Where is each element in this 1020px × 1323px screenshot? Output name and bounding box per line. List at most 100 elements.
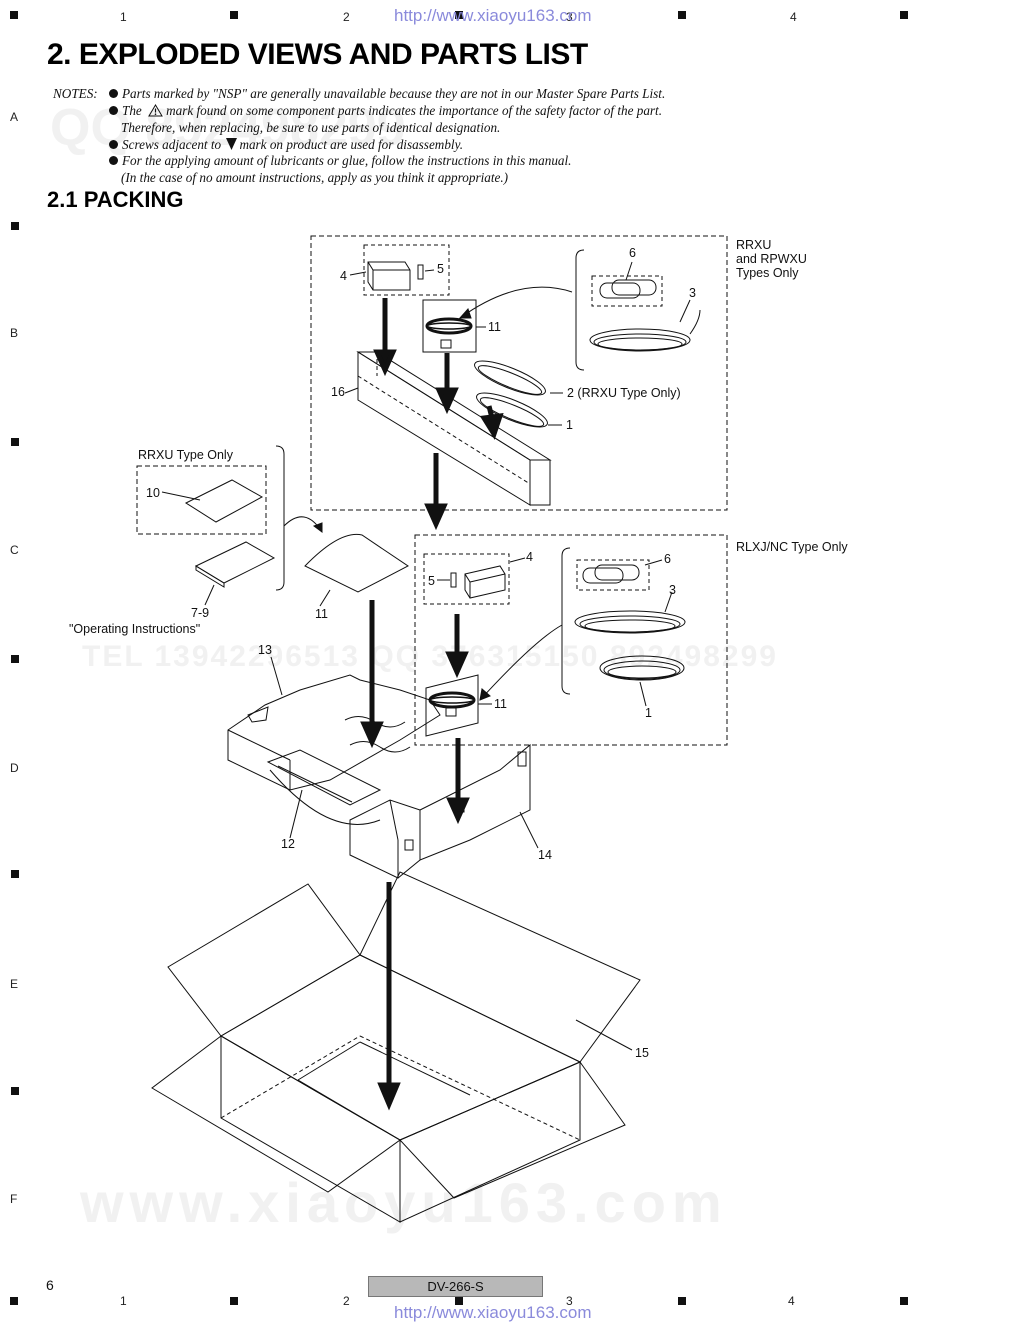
remote-control-top	[367, 261, 424, 291]
sub-box-remote-top	[363, 244, 450, 296]
sub-box-remote-bot	[423, 553, 510, 605]
label-part-13: 13	[258, 643, 272, 657]
frame-mark	[678, 11, 686, 19]
note-2: The mark found on some component parts i…	[109, 103, 662, 120]
remote-control-bot	[450, 565, 506, 599]
bag-11-left	[304, 533, 409, 593]
label-group-rrxu-3: Types Only	[736, 266, 799, 280]
label-part-4-bot: 4	[526, 550, 533, 564]
operating-instructions	[194, 541, 276, 588]
col-2-bottom: 2	[343, 1294, 350, 1308]
dvd-player-12	[266, 749, 382, 825]
label-part-7-9: 7-9	[191, 606, 210, 620]
row-e: E	[10, 977, 19, 991]
col-2-top: 2	[343, 10, 350, 24]
model-footer: DV-266-S	[368, 1276, 543, 1297]
col-3-bottom: 3	[566, 1294, 573, 1308]
col-3-top: 3	[566, 10, 573, 24]
sub-box-batt-bot	[576, 559, 650, 591]
outer-carton-15	[151, 871, 641, 1223]
label-part-10: 10	[146, 486, 160, 500]
warning-triangle-icon	[148, 104, 163, 117]
label-part-1-bot: 1	[645, 706, 652, 720]
frame-mark	[10, 11, 18, 19]
foam-cushion-14	[349, 743, 531, 879]
document-10	[184, 479, 264, 523]
label-part-15: 15	[635, 1046, 649, 1060]
note-2-text-b: mark found on some component parts indic…	[166, 103, 663, 118]
page-number: 6	[46, 1277, 54, 1293]
batteries-bot	[582, 564, 640, 584]
frame-mark	[455, 1297, 463, 1305]
frame-mark	[900, 11, 908, 19]
bullet-icon	[109, 140, 118, 149]
bracket-top	[575, 249, 585, 371]
frame-mark	[11, 655, 19, 663]
note-3: Screws adjacent to mark on product are u…	[109, 137, 463, 154]
group-box-rlxj	[414, 534, 728, 746]
bullet-icon	[109, 156, 118, 165]
watermark-url-top: http://www.xiaoyu163.com	[394, 6, 592, 25]
cable-coils-bot	[574, 610, 686, 681]
note-4-cont: (In the case of no amount instructions, …	[121, 170, 509, 185]
row-a: A	[10, 110, 19, 124]
page-title: 2. EXPLODED VIEWS AND PARTS LIST	[47, 38, 588, 71]
label-part-16: 16	[331, 385, 345, 399]
foam-cushion-13	[227, 674, 441, 791]
label-part-3-bot: 3	[669, 583, 676, 597]
group-box-rrxu-only	[136, 465, 267, 535]
label-part-11-left: 11	[315, 607, 328, 621]
label-group-rrxu-only: RRXU Type Only	[138, 448, 233, 462]
label-part-2: 2 (RRXU Type Only)	[567, 386, 681, 400]
row-c: C	[10, 543, 19, 557]
note-4: For the applying amount of lubricants or…	[109, 153, 571, 170]
down-triangle-icon	[226, 138, 238, 150]
bullet-icon	[109, 89, 118, 98]
bracket-left	[275, 445, 285, 591]
bracket-bot	[561, 547, 571, 695]
watermark-url-bottom: http://www.xiaoyu163.com	[394, 1303, 592, 1322]
section-heading: 2.1 PACKING	[47, 187, 184, 212]
col-1-top: 1	[120, 10, 127, 24]
label-part-3-top: 3	[689, 286, 696, 300]
note-4-text: For the applying amount of lubricants or…	[122, 153, 572, 168]
label-operating-instructions: "Operating Instructions"	[69, 622, 201, 636]
note-1: Parts marked by "NSP" are generally unav…	[109, 86, 665, 103]
label-part-6-top: 6	[629, 246, 636, 260]
label-part-4-top: 4	[340, 269, 347, 283]
label-part-5-top: 5	[437, 262, 444, 276]
frame-mark	[230, 11, 238, 19]
inner-carton-16	[356, 351, 552, 506]
row-f: F	[10, 1192, 18, 1206]
note-3-text-a: Screws adjacent to	[122, 137, 222, 152]
label-group-rrxu-2: and RPWXU	[736, 252, 807, 266]
note-1-text: Parts marked by "NSP" are generally unav…	[122, 86, 666, 101]
label-part-14: 14	[538, 848, 552, 862]
frame-mark	[10, 1297, 18, 1305]
notes-lead: NOTES:	[53, 86, 98, 101]
label-group-rrxu: RRXU	[736, 238, 772, 252]
label-part-6-bot: 6	[664, 552, 671, 566]
col-4-top: 4	[790, 10, 797, 24]
note-2-text-a: The	[122, 103, 142, 118]
label-part-5-bot: 5	[428, 574, 435, 588]
frame-mark	[11, 222, 19, 230]
frame-mark	[230, 1297, 238, 1305]
frame-mark	[455, 11, 463, 19]
row-b: B	[10, 326, 19, 340]
label-part-11-bot: 11	[494, 697, 507, 711]
col-4-bottom: 4	[788, 1294, 795, 1308]
bullet-icon	[109, 106, 118, 115]
note-2-cont: Therefore, when replacing, be sure to us…	[121, 120, 501, 135]
row-d: D	[10, 761, 19, 775]
label-part-11-top: 11	[488, 320, 501, 334]
frame-mark	[678, 1297, 686, 1305]
frame-mark	[900, 1297, 908, 1305]
cable-coils-top	[474, 309, 701, 428]
cable-bag-top	[422, 299, 477, 353]
frame-mark	[11, 1087, 19, 1095]
frame-mark	[11, 870, 19, 878]
label-part-12: 12	[281, 837, 295, 851]
frame-mark	[11, 438, 19, 446]
